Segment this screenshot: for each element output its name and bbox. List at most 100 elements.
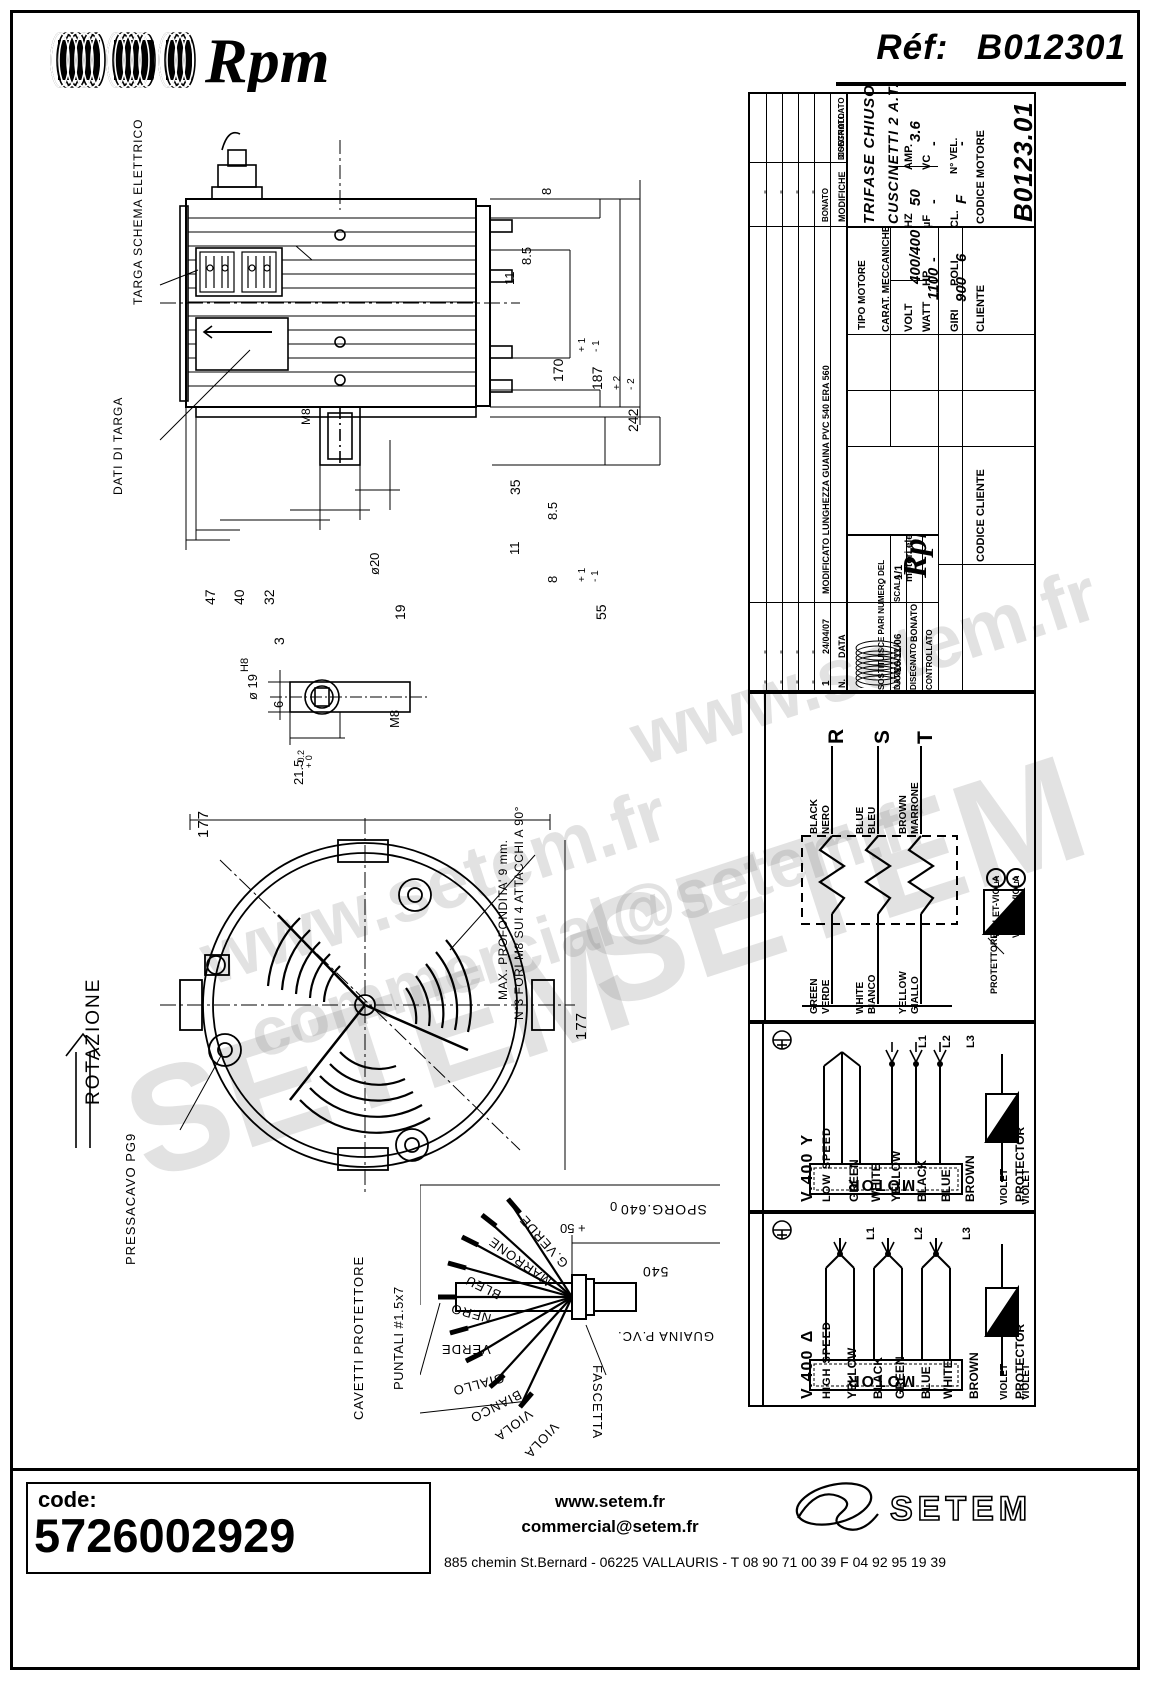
low-protector-violet-2: VIOLET [1021, 1168, 1032, 1205]
terminal-r: R [825, 728, 848, 744]
label-sporg-tolp: + 50 [560, 1221, 586, 1236]
winding-svg: 1 2 [801, 746, 1026, 1007]
code-value: 5726002929 [34, 1509, 296, 1562]
footer-website[interactable]: www.setem.fr [555, 1492, 665, 1511]
low-line-blue: BLUE [939, 1169, 953, 1202]
dim-187: 187 [589, 366, 605, 390]
title-block: - - - - - - - - - - - - 1 N. 24/04/07 DA… [748, 83, 1038, 692]
label-dati-di-targa: DATI DI TARGA [111, 396, 125, 495]
spec-value-vc: - [925, 141, 941, 146]
scala-value: 1/1 [893, 564, 905, 580]
dim-11: 11 [502, 271, 517, 286]
wire-white-it: BIANCO [867, 974, 878, 1014]
dim-shaft-m8: M8 [387, 709, 402, 728]
high-pair3-a: WHITE [941, 1360, 955, 1399]
rotation-arrow [65, 1032, 101, 1148]
high-speed-label: HIGH SPEED [821, 1321, 833, 1399]
label-sporg: SPORG.640 [620, 1202, 707, 1218]
rpm-wordmark: Rpm [204, 28, 329, 92]
wire-black-it: NERO [821, 805, 832, 834]
dim-m8: M8 [299, 408, 313, 425]
footer-bar [10, 1468, 1140, 1670]
spec-value-cl: F [953, 194, 970, 204]
titleblock-brand: Rpm motori elettrici [848, 536, 936, 688]
ref-underline [836, 82, 1126, 86]
rpm-logo: Rpm [30, 28, 360, 92]
reference-header: Réf: B012301 [876, 28, 1126, 68]
dim-47: 47 [202, 589, 218, 605]
sostituisce-value: - [877, 580, 891, 584]
wire-brown-it: MARRONE [910, 782, 921, 834]
carat-label: CARAT. MECCANICHE [881, 225, 892, 332]
low-voltage-label: V.400 Y [799, 1132, 816, 1202]
code-label: code: [38, 1487, 97, 1512]
label-fascetta: FASCETTA [590, 1365, 605, 1440]
footer-email[interactable]: commercial@setem.fr [521, 1517, 699, 1536]
brand-rpm: Rpm [897, 536, 934, 579]
drawing-frame [10, 10, 1140, 1670]
wire-white-en: WHITE [855, 981, 866, 1014]
low-l3: L3 [965, 1035, 977, 1048]
low-line-black: BLACK [915, 1160, 929, 1202]
rev-text: MODIFICATO LUNGHEZZA GUAINA PVC 540 ERA … [821, 365, 831, 594]
wire-brown-en: BROWN [898, 795, 909, 834]
winding-diagram: 1 2 R S T BLACK NERO BLUE BLEU BROWN MAR… [748, 692, 1036, 1022]
wire-yellow-it: GIALLO [910, 976, 921, 1014]
wire-yellow-en: YELLOW [898, 971, 909, 1014]
terminal-t: T [914, 731, 937, 744]
cable-view [420, 1175, 740, 1425]
dim-8-b: 8 [545, 575, 560, 583]
terminal-s: S [871, 729, 894, 744]
dim-177-v: 177 [573, 1011, 590, 1040]
col-header-bonato: BONATO [821, 188, 830, 222]
tipo-motore-label: TIPO MOTORE [857, 260, 868, 330]
codice-cliente-label: CODICE CLIENTE [975, 469, 987, 562]
note-fori-m8: N°3 FORI M8 SUI 4 ATTACCHI A 90° [512, 806, 526, 1020]
high-l1: L1 [865, 1227, 877, 1240]
spec-value-amp: 3.6 [907, 121, 924, 142]
codice-motore-label: CODICE MOTORE [975, 130, 987, 224]
dim-19: 19 [392, 604, 408, 620]
front-view-svg [159, 131, 661, 550]
protector-wire-1: VIOLET-VIOLA [991, 875, 1001, 938]
data-label: DATA [893, 668, 902, 690]
low-l2: L2 [941, 1035, 953, 1048]
low-line-brown: BROWN [963, 1155, 977, 1202]
end-view [150, 800, 590, 1200]
connection-diagram-high: V.400 Δ HIGH SPEED YELLOW BLACK GREEN BL… [748, 1212, 1036, 1407]
tipo-motore-value: TRIFASE CHIUSO [861, 84, 878, 224]
setem-wordmark: SETEM [890, 1490, 1032, 1528]
dim-shaft-tolm: - 0.2 [296, 749, 306, 768]
cliente-label: CLIENTE [975, 284, 987, 332]
dim-8-5-b: 8.5 [545, 501, 560, 520]
dim-40: 40 [231, 589, 247, 605]
setem-logo: SETEM [790, 1478, 1040, 1534]
codice-motore-value: B0123.01 [1008, 101, 1038, 222]
note-max-profondita: MAX. PROFONDITA' 9 mm. [496, 839, 510, 1000]
spec-label-watt: WATT [921, 301, 933, 332]
dim-35: 35 [507, 479, 523, 495]
dim-242-tolm: - 2 [626, 378, 637, 390]
dim-d20: ø20 [367, 552, 382, 575]
carat-value: CUSCINETTI 2 A.T. [885, 82, 901, 224]
wire-label-verde: VERDE [441, 1342, 491, 1357]
label-cavetti-protettore: CAVETTI PROTETTORE [351, 1255, 366, 1420]
dim-242-tolp: + 2 [612, 375, 623, 390]
modifiche-label: MODIFICHE [837, 171, 847, 223]
wire-green-it: VERDE [821, 979, 832, 1014]
controllato-label: CONTROLLATO [925, 629, 934, 690]
code-box [26, 1482, 431, 1574]
spec-value-hz: 50 [907, 189, 924, 206]
label-pressacavo: PRESSACAVO PG9 [123, 1132, 138, 1265]
dim-shaft-h8: H8 [239, 657, 251, 672]
high-l2: L2 [913, 1227, 925, 1240]
ref-value: B012301 [976, 28, 1126, 67]
spec-value-uf: - [925, 199, 941, 204]
disegnato-value: BONATO [909, 603, 919, 642]
front-view [100, 110, 730, 650]
wire-blue-en: BLUE [855, 806, 866, 834]
dim-242: 242 [625, 408, 641, 432]
dim-32: 32 [261, 589, 277, 605]
spec-label-volt: VOLT [903, 303, 915, 332]
